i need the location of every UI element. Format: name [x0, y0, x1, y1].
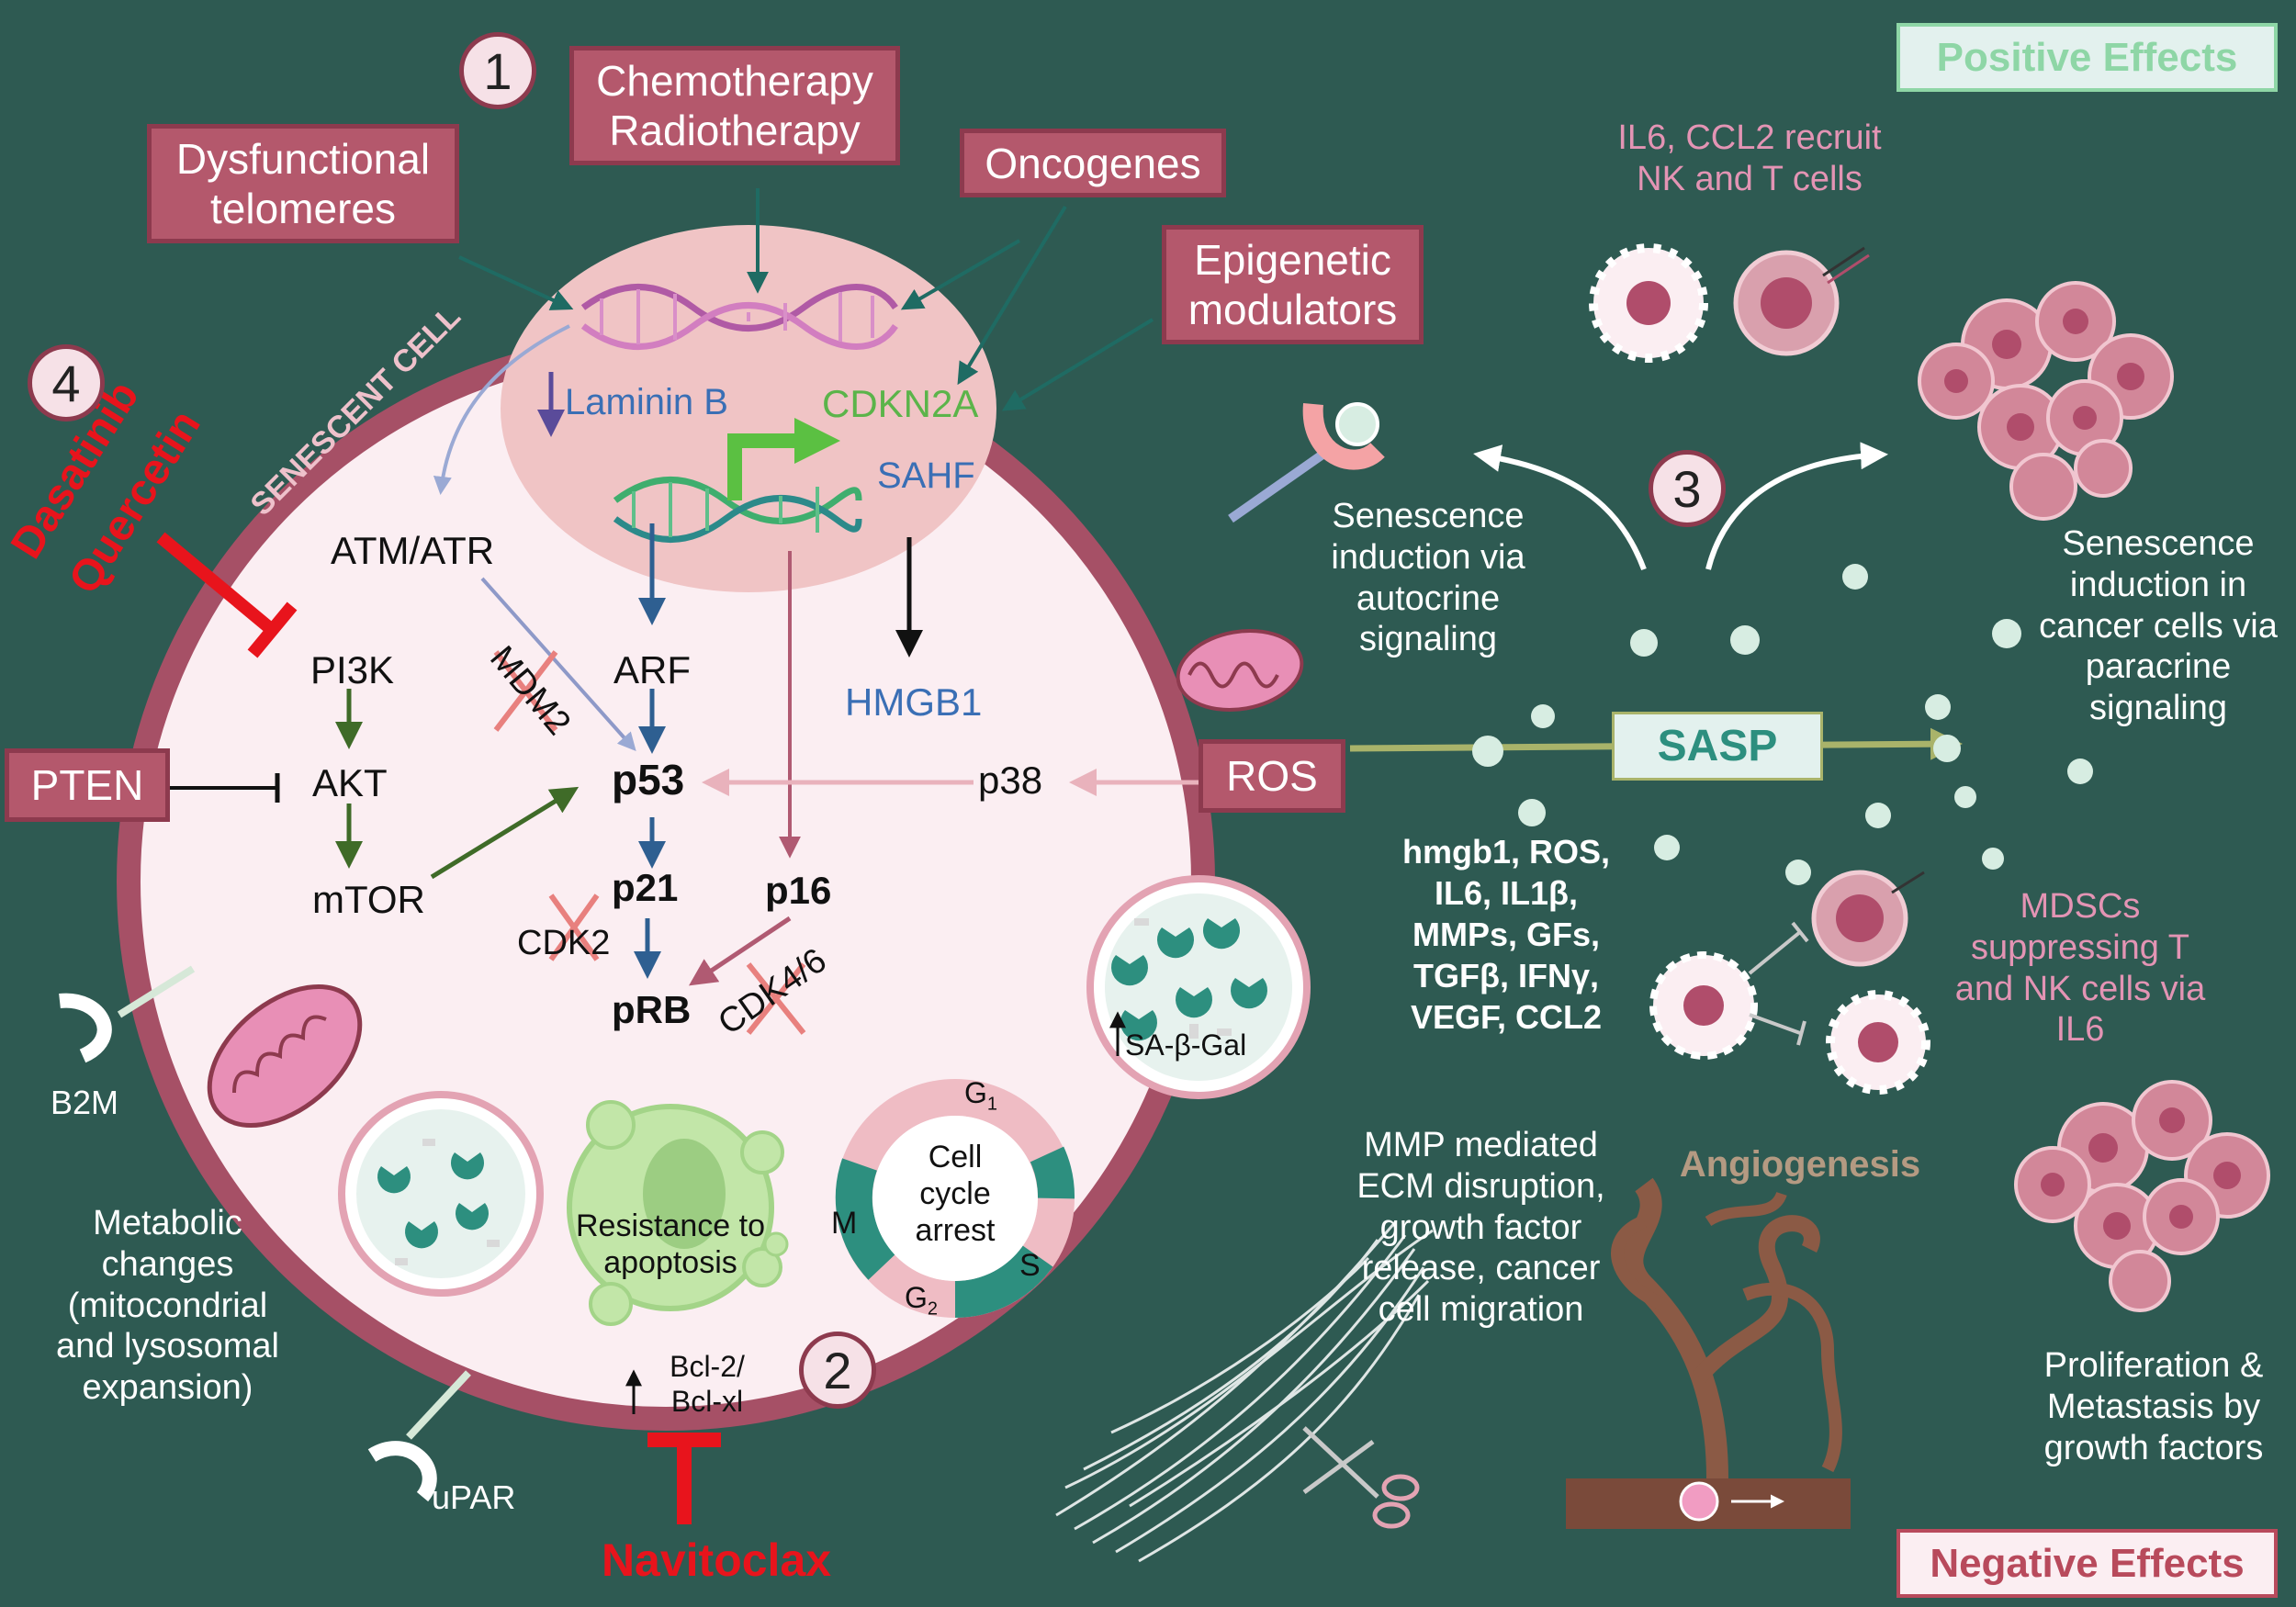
p16-label: p16: [765, 869, 832, 912]
transcription-arrow: [727, 433, 799, 500]
nk-cell-icon: [1826, 990, 1930, 1095]
sasp-factors-label: hmgb1, ROS, IL6, IL1β, MMPs, GFs, TGFβ, …: [1401, 833, 1611, 1036]
g1-phase-label: G1: [964, 1076, 997, 1116]
navitoclax-label: Navitoclax: [601, 1534, 832, 1586]
autocrine-receptor: [1228, 402, 1385, 523]
hmgb1-label: HMGB1: [845, 680, 983, 724]
cancer-cell-cluster-bottom: [2014, 1080, 2270, 1312]
p21-label: p21: [612, 866, 679, 909]
g1-subscript: 1: [986, 1094, 998, 1115]
mitochondrion-icon: [207, 983, 363, 1129]
sa-beta-gal-label: SA-β-Gal: [1125, 1028, 1247, 1062]
g1-letter: G: [964, 1076, 987, 1109]
step-3-badge: 3: [1649, 450, 1726, 527]
ecm-fibers: [1055, 1220, 1434, 1563]
t-cell-icon: [1811, 870, 1925, 967]
ros-box: ROS: [1199, 739, 1345, 813]
sasp-particles: [1472, 564, 2093, 885]
epigenetic-label: Epigenetic modulators: [1187, 236, 1398, 333]
pi3k-label: PI3K: [310, 648, 395, 691]
angiogenesis-vessel-icon: [1566, 1177, 1851, 1529]
laminin-label: Laminin B: [565, 382, 728, 422]
negative-effects-tag: Negative Effects: [1896, 1529, 2278, 1598]
upar-label: uPAR: [432, 1478, 516, 1516]
step-1-badge: 1: [459, 32, 536, 109]
autocrine-label: Senescence induction via autocrine signa…: [1331, 497, 1525, 659]
il6-recruit-label: IL6, CCL2 recruit NK and T cells: [1617, 118, 1882, 198]
oncogenes-label: Oncogenes: [985, 139, 1201, 187]
atm-atr-label: ATM/ATR: [331, 529, 495, 572]
trigger-box-telomeres: Dysfunctional telomeres: [147, 124, 459, 243]
mitochondrion-icon: [1176, 628, 1304, 713]
arf-label: ARF: [613, 648, 691, 691]
dna-helix-bottom: [613, 477, 862, 543]
trigger-box-chemo: Chemotherapy Radiotherapy: [569, 46, 900, 165]
cell-cycle-label: Cell cycle arrest: [915, 1140, 996, 1249]
cell-cycle-ring: [835, 1079, 1075, 1318]
pten-label: PTEN: [30, 761, 144, 809]
trigger-box-oncogenes: Oncogenes: [960, 129, 1226, 197]
p53-label: p53: [612, 756, 685, 804]
mdsc-label: MDSCs suppressing T and NK cells via IL6: [1954, 887, 2206, 1050]
b2m-receptor: [59, 965, 196, 1063]
mdsc-icon: [1649, 921, 1809, 1060]
upar-receptor: [367, 1370, 471, 1502]
g2-letter: G: [905, 1281, 928, 1314]
b2m-label: B2M: [51, 1084, 119, 1121]
apoptotic-cell-icon: [567, 1100, 789, 1326]
apoptosis-label: Resistance to apoptosis: [576, 1208, 765, 1281]
positive-effects-tag: Positive Effects: [1896, 23, 2278, 92]
mmp-label: MMP mediated ECM disruption, growth fact…: [1356, 1126, 1605, 1330]
metabolic-changes-label: Metabolic changes (mitocondrial and lyso…: [56, 1204, 279, 1408]
cdk2-label: CDK2: [517, 924, 611, 962]
step-2-badge: 2: [799, 1332, 876, 1409]
p38-label: p38: [978, 759, 1043, 802]
chemo-label: Chemotherapy Radiotherapy: [596, 57, 873, 154]
trigger-box-epigenetic: Epigenetic modulators: [1162, 225, 1424, 344]
angiogenesis-label: Angiogenesis: [1679, 1144, 1921, 1185]
sahf-label: SAHF: [877, 455, 975, 496]
m-phase-label: M: [831, 1206, 858, 1241]
telomeres-label: Dysfunctional telomeres: [175, 135, 431, 232]
scissors-icon: [1302, 1426, 1420, 1529]
s-phase-label: S: [1019, 1248, 1041, 1283]
lysosome-icon: [338, 1091, 544, 1297]
mtor-label: mTOR: [312, 878, 425, 921]
sasp-box: SASP: [1612, 712, 1823, 781]
cancer-cell-cluster-top: [1918, 281, 2174, 521]
lysosome-icon: [1086, 875, 1311, 1099]
proliferation-label: Proliferation & Metastasis by growth fac…: [2043, 1346, 2264, 1467]
g2-phase-label: G2: [905, 1281, 938, 1320]
cdkn2a-label: CDKN2A: [822, 382, 979, 425]
paracrine-label: Senescence induction in cancer cells via…: [2039, 524, 2278, 728]
dna-helix-top: [580, 284, 898, 350]
g2-subscript: 2: [927, 1298, 939, 1320]
pten-box: PTEN: [5, 748, 170, 822]
prb-label: pRB: [612, 988, 692, 1031]
ros-label: ROS: [1226, 752, 1318, 800]
bcl-label: Bcl-2/ Bcl-xl: [670, 1350, 745, 1418]
akt-label: AKT: [312, 761, 388, 804]
nk-cell-icon: [1589, 243, 1708, 363]
step-4-badge: 4: [28, 344, 105, 421]
t-cell-icon: [1733, 246, 1870, 356]
